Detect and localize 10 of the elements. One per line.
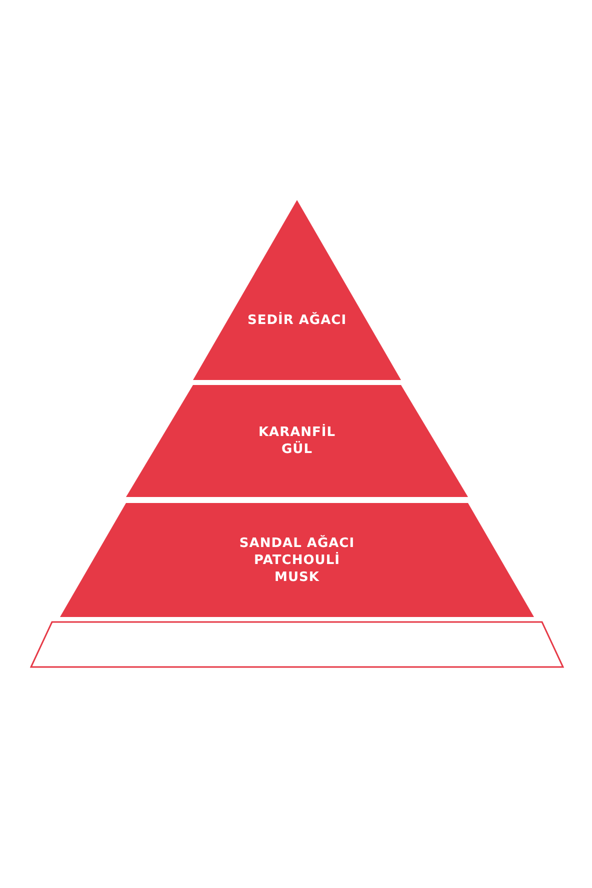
note-text: PATCHOULİ — [254, 552, 340, 568]
note-text: MUSK — [274, 568, 320, 586]
note-text: GÜL — [281, 441, 312, 458]
note-text: SANDAL AĞACI — [239, 534, 355, 552]
pyramid-base-band — [30, 621, 564, 668]
pyramid-top-tier — [193, 200, 401, 380]
pyramid-lower-tier — [60, 503, 534, 617]
pyramid-middle-tier — [126, 385, 468, 497]
note-text: SEDİR AĞACI — [247, 312, 347, 328]
note-text: KARANFİL — [258, 424, 336, 441]
